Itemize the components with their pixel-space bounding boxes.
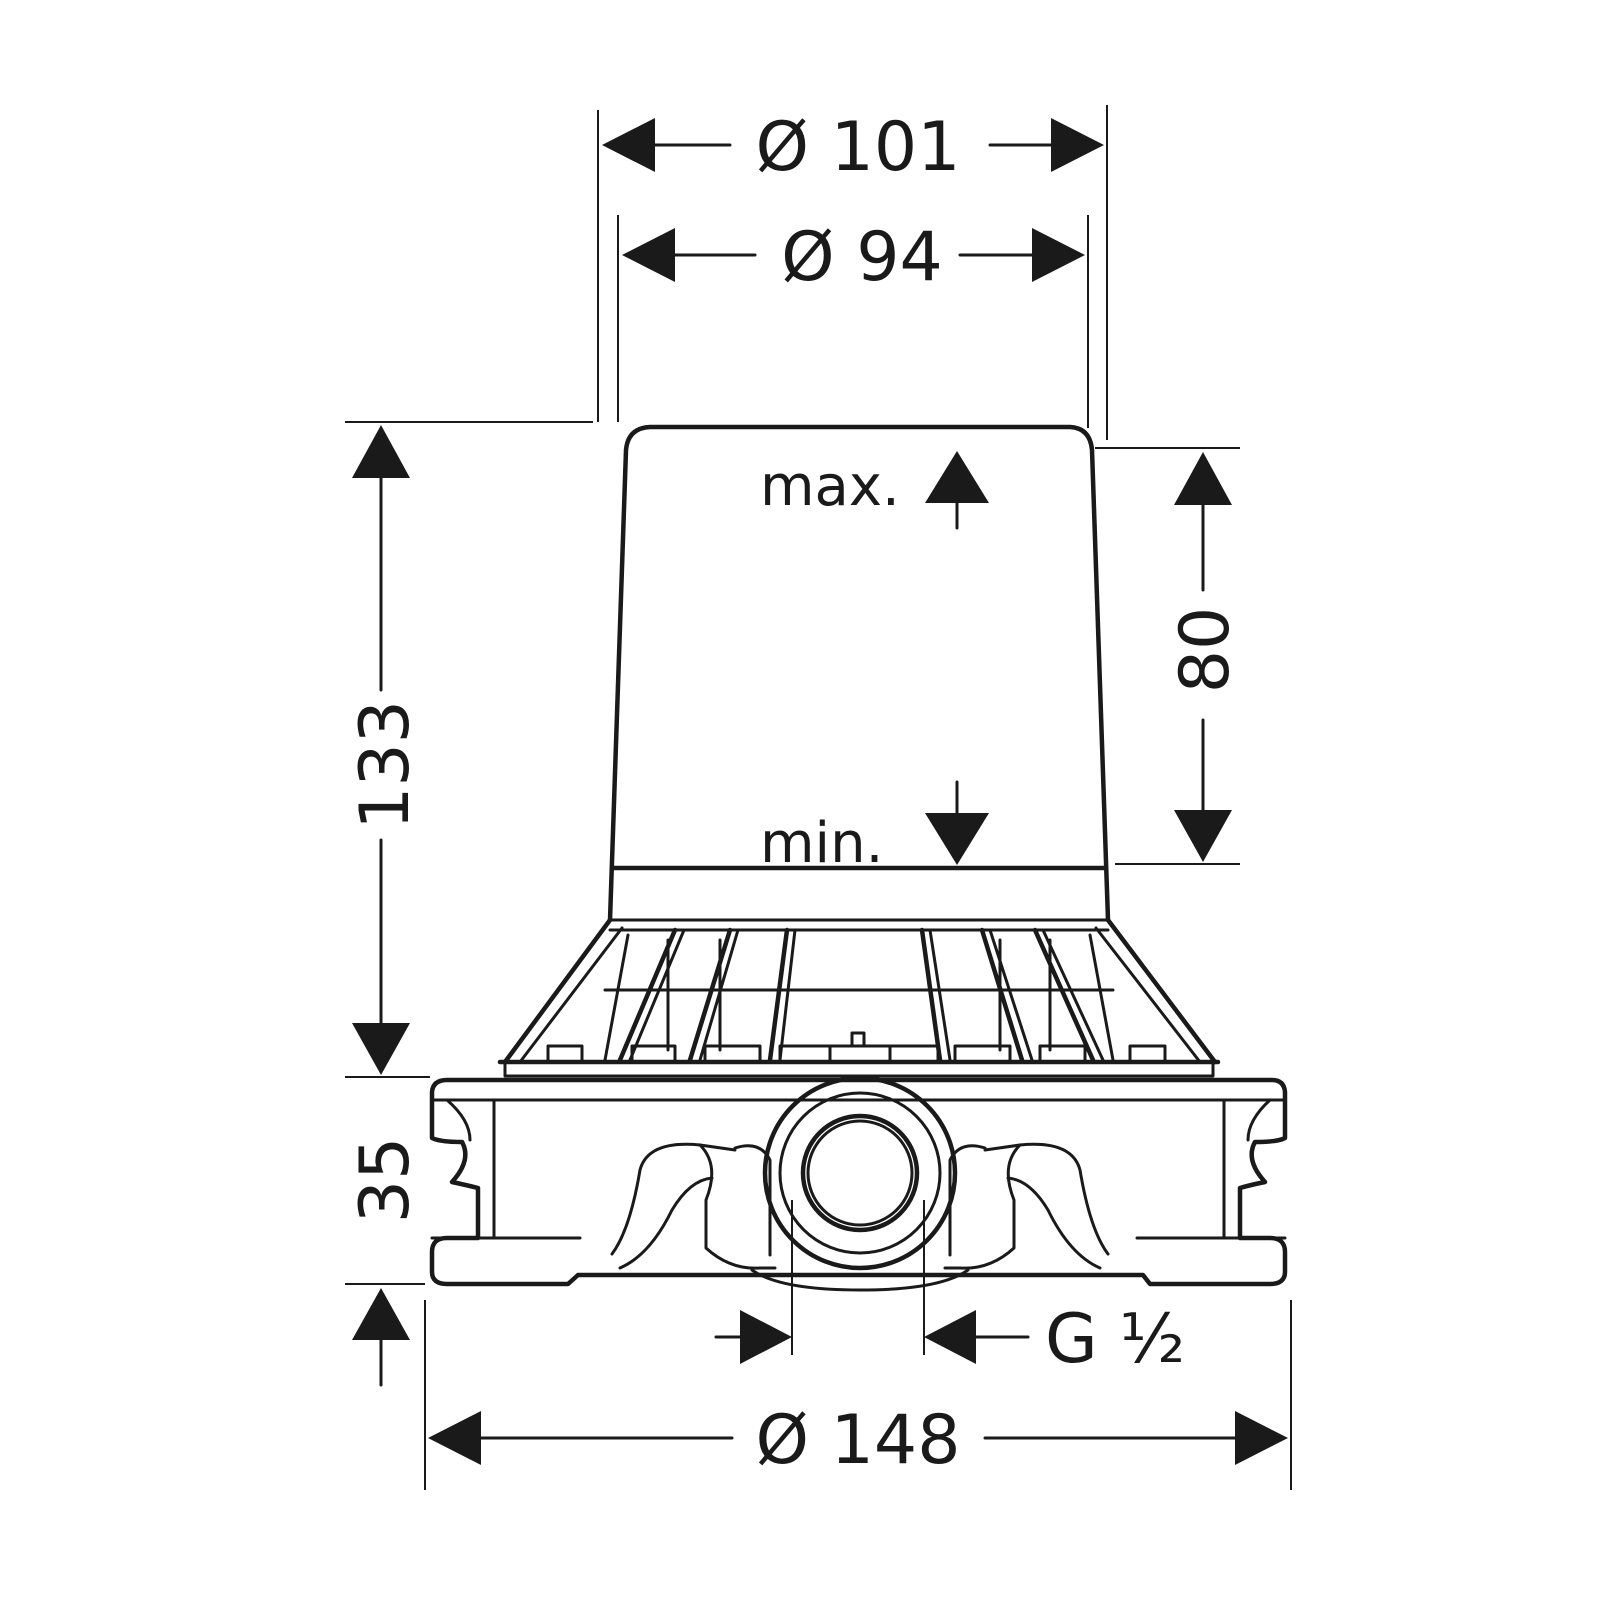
label-min: min.: [760, 811, 883, 876]
base-housing: [429, 1077, 1288, 1287]
dimension-outer-top-diameter: Ø 101: [602, 108, 1104, 187]
label-outer-top-diameter: Ø 101: [756, 108, 961, 187]
min-marker: min.: [760, 780, 989, 876]
body-cylinder: [607, 424, 1111, 923]
min-arrow-icon: [925, 813, 989, 865]
dimension-inner-top-diameter: Ø 94: [622, 218, 1085, 297]
dimension-thread-size: G ½: [714, 1300, 1185, 1379]
max-arrow-icon: [925, 451, 989, 503]
label-adjust-range: 80: [1166, 607, 1245, 694]
label-inner-top-diameter: Ø 94: [781, 218, 943, 297]
label-base-diameter: Ø 148: [756, 1401, 961, 1480]
label-base-height: 35: [346, 1137, 425, 1224]
threaded-outlet: [762, 1075, 958, 1271]
dimension-base-diameter: Ø 148: [428, 1401, 1288, 1480]
extension-lines: [345, 105, 1292, 1490]
dimension-adjust-range: 80: [1166, 452, 1245, 862]
dimension-total-height: 133: [346, 425, 425, 1075]
connection-lobes: [610, 1142, 1110, 1292]
ribbed-cone: [497, 917, 1221, 1078]
max-marker: max.: [760, 451, 989, 530]
label-max: max.: [760, 454, 900, 519]
label-thread-size: G ½: [1045, 1300, 1185, 1379]
dimension-base-height: 35: [346, 1137, 425, 1387]
label-total-height: 133: [346, 700, 425, 830]
